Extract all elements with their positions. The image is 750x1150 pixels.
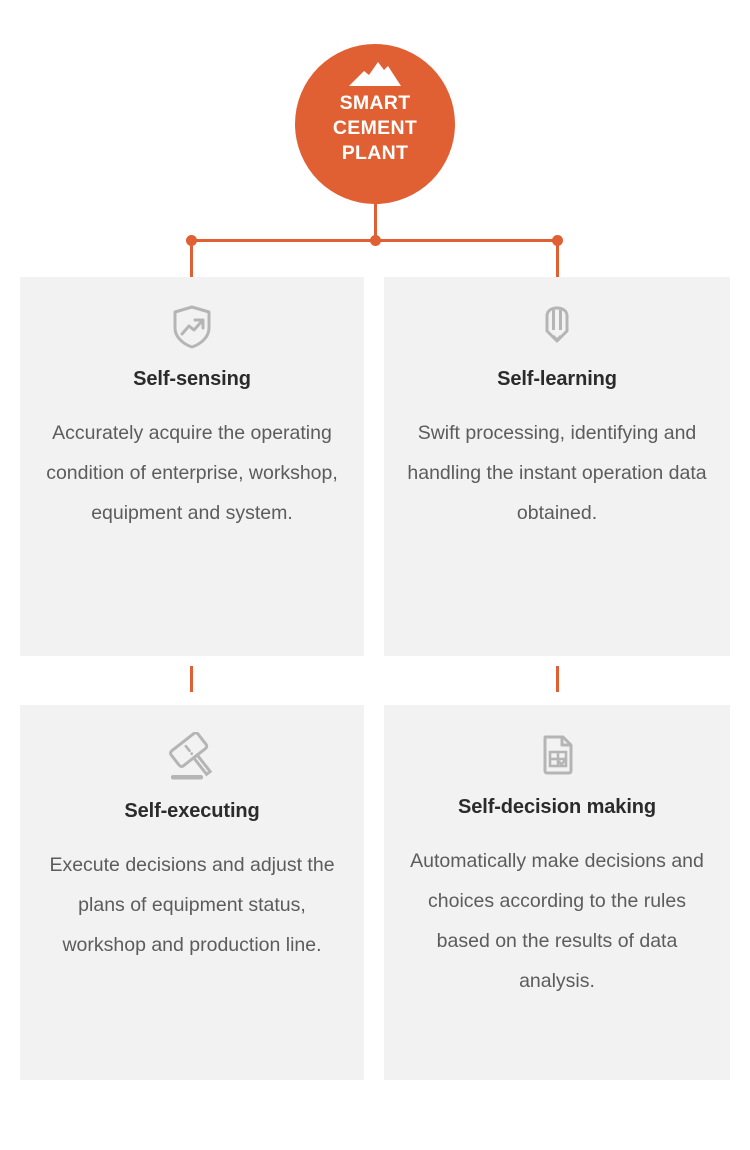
connector-mid-right (556, 666, 559, 692)
document-table-check-icon (543, 735, 573, 775)
hub-smart-cement-plant: SMART CEMENT PLANT (295, 44, 455, 204)
card-body: Swift processing, identifying and handli… (407, 422, 707, 524)
hub-title: SMART CEMENT PLANT (332, 92, 418, 164)
connector-dot-left (186, 235, 197, 246)
card-body: Execute decisions and adjust the plans o… (49, 854, 335, 956)
connector-dot-right (552, 235, 563, 246)
connector-mid-left (190, 666, 193, 692)
card-self-sensing: Self-sensing Accurately acquire the oper… (20, 277, 364, 656)
card-body: Automatically make decisions and choices… (410, 850, 704, 992)
card-self-executing: Self-executing Execute decisions and adj… (20, 705, 364, 1080)
card-self-decision-making: Self-decision making Automatically make … (384, 705, 730, 1080)
card-title: Self-sensing (133, 368, 251, 390)
connector-dot-center (370, 235, 381, 246)
connector-hub-stem (374, 204, 377, 241)
shield-trending-up-icon (173, 305, 211, 349)
card-self-learning: Self-learning Swift processing, identify… (384, 277, 730, 656)
card-body: Accurately acquire the operating conditi… (46, 422, 338, 524)
pencil-icon (545, 306, 569, 343)
connector-drop-right (556, 240, 559, 278)
card-title: Self-decision making (457, 796, 657, 818)
gavel-icon (169, 732, 213, 780)
mountain-icon (349, 62, 401, 86)
card-title: Self-learning (497, 368, 617, 390)
card-title: Self-executing (124, 800, 260, 822)
connector-drop-left (190, 240, 193, 278)
